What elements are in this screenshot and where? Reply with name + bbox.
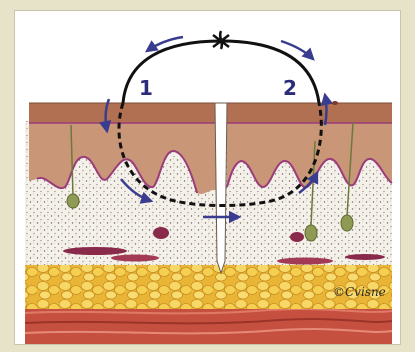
label-bite-2: 2	[283, 76, 297, 100]
arrow-top-right-icon	[281, 41, 313, 59]
epidermis-right	[227, 103, 392, 123]
label-bite-1: 1	[139, 76, 153, 100]
illustration-panel: 1 2 ©Cvisne	[14, 10, 401, 345]
suture-diagram: 1 2 ©Cvisne	[15, 11, 401, 345]
artist-signature: ©Cvisne	[333, 285, 386, 299]
muscle-layer	[25, 307, 392, 345]
wound-cleft	[215, 103, 227, 273]
